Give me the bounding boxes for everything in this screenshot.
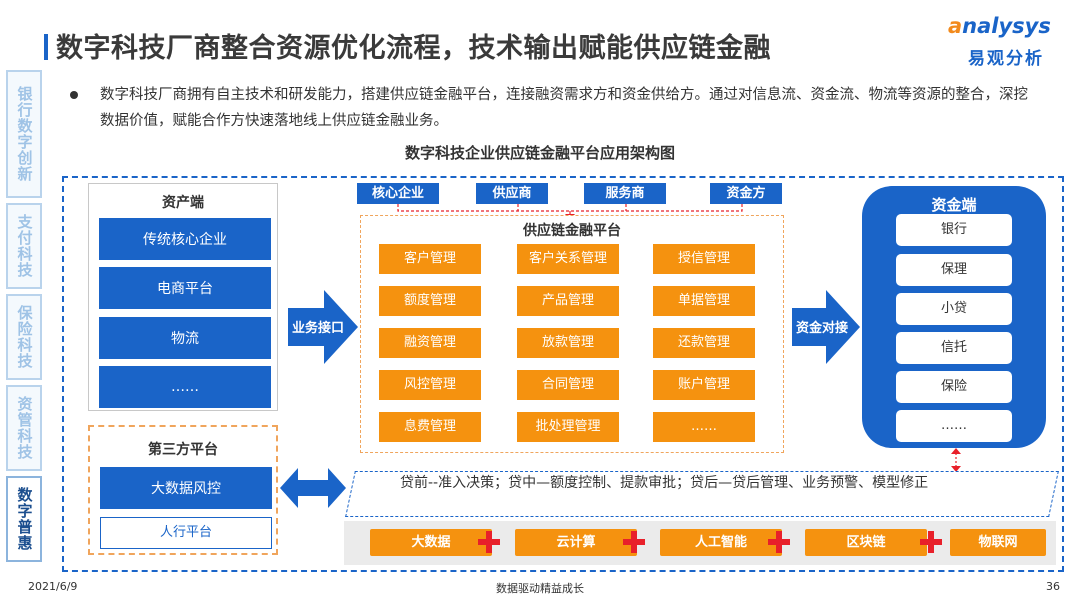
page-title: 数字科技厂商整合资源优化流程，技术输出赋能供应链金融: [56, 33, 771, 64]
platform-module: 单据管理: [653, 286, 755, 316]
logo-chinese-name: 易观分析: [968, 49, 1044, 69]
participant-service-provider: 服务商: [584, 183, 666, 204]
logo-wordmark: analysys: [948, 14, 1051, 38]
tech-item: 区块链: [805, 529, 927, 556]
footer-slogan: 数据驱动精益成长: [496, 582, 584, 595]
asset-item: 传统核心企业: [99, 218, 271, 260]
participant-core-enterprise: 核心企业: [357, 183, 439, 204]
tech-item: 云计算: [515, 529, 637, 556]
fund-item: 保理: [896, 254, 1012, 286]
fund-connection-arrow: [792, 290, 860, 364]
platform-module: 风控管理: [379, 370, 481, 400]
side-tab-payment-tech[interactable]: 支付科技: [6, 203, 42, 289]
title-accent-bar: [44, 34, 48, 60]
credit-process-text: 贷前--准入决策；贷中—额度控制、提款审批；贷后—贷后管理、业务预警、模型修正: [400, 475, 929, 491]
platform-module: 放款管理: [517, 328, 619, 358]
asset-item: ……: [99, 366, 271, 408]
business-interface-arrow: [288, 290, 358, 364]
tech-item: 物联网: [950, 529, 1046, 556]
fund-item: 小贷: [896, 293, 1012, 325]
third-party-heading: 第三方平台: [148, 442, 218, 458]
participant-fund-provider: 资金方: [710, 183, 782, 204]
platform-module: 授信管理: [653, 244, 755, 274]
plus-icon: [768, 531, 790, 553]
participant-supplier: 供应商: [476, 183, 548, 204]
asset-side-heading: 资产端: [162, 195, 204, 211]
asset-item: 物流: [99, 317, 271, 359]
platform-module: 批处理管理: [517, 412, 619, 442]
pboc-platform: 人行平台: [100, 517, 272, 549]
side-tab-asset-mgmt-tech[interactable]: 资管科技: [6, 385, 42, 471]
asset-side-panel: 资产端 传统核心企业 电商平台 物流 ……: [88, 183, 278, 411]
platform-module: ……: [653, 412, 755, 442]
bullet-text: 数字科技厂商拥有自主技术和研发能力，搭建供应链金融平台，连接融资需求方和资金供给…: [100, 87, 1028, 129]
platform-module: 融资管理: [379, 328, 481, 358]
side-tab-digital-inclusion[interactable]: 数字普惠: [6, 476, 42, 562]
big-data-risk-control: 大数据风控: [100, 467, 272, 509]
analysys-logo: analysys 易观分析: [948, 14, 1066, 70]
page-number: 36: [1046, 580, 1060, 593]
plus-icon: [920, 531, 942, 553]
fund-process-connector: [951, 448, 961, 472]
platform-heading: 供应链金融平台: [523, 223, 621, 239]
footer-date: 2021/6/9: [28, 580, 78, 593]
diagram-title: 数字科技企业供应链金融平台应用架构图: [404, 144, 675, 162]
plus-icon: [478, 531, 500, 553]
platform-module: 还款管理: [653, 328, 755, 358]
platform-module: 息费管理: [379, 412, 481, 442]
fund-item: 保险: [896, 371, 1012, 403]
fund-side-panel: 资金端 银行 保理 小贷 信托 保险 ……: [862, 186, 1046, 448]
fund-side-heading: 资金端: [931, 196, 977, 214]
third-party-panel: 第三方平台 大数据风控 人行平台: [88, 425, 278, 555]
tech-item: 人工智能: [660, 529, 782, 556]
platform-module: 客户管理: [379, 244, 481, 274]
business-interface-label: 业务接口: [292, 321, 345, 336]
diagram-frame: [62, 176, 1064, 572]
bullet-dot: [70, 91, 78, 99]
side-tab-bank-digital-innovation[interactable]: 银行数字创新: [6, 70, 42, 198]
asset-item: 电商平台: [99, 267, 271, 309]
platform-module: 额度管理: [379, 286, 481, 316]
side-nav: 银行数字创新 支付科技 保险科技 资管科技 数字普惠: [6, 70, 42, 567]
fund-connection-label: 资金对接: [796, 321, 849, 336]
platform-module: 合同管理: [517, 370, 619, 400]
tech-item: 大数据: [370, 529, 492, 556]
plus-icon: [623, 531, 645, 553]
supply-chain-finance-platform: 供应链金融平台 客户管理 客户关系管理 授信管理 额度管理 产品管理 单据管理 …: [360, 215, 784, 453]
fund-item: 信托: [896, 332, 1012, 364]
fund-item: 银行: [896, 214, 1012, 246]
platform-module: 客户关系管理: [517, 244, 619, 274]
bidirectional-arrow: [280, 468, 346, 508]
platform-module: 产品管理: [517, 286, 619, 316]
platform-module: 账户管理: [653, 370, 755, 400]
fund-item: ……: [896, 410, 1012, 442]
side-tab-insurance-tech[interactable]: 保险科技: [6, 294, 42, 380]
